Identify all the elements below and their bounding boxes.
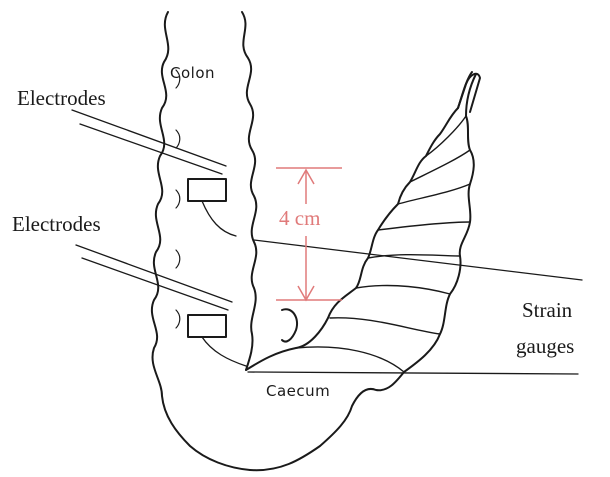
strain-gauge-lead-upper [254, 240, 582, 280]
electrodes-label-upper: Electrodes [17, 88, 106, 109]
distance-label: 4 cm [279, 208, 320, 229]
electrode-pad-lower [188, 315, 226, 337]
strain-label-line2: gauges [516, 336, 574, 357]
strain-gauge-lead-lower [248, 372, 578, 374]
electrode-lead-upper [202, 201, 236, 236]
appendix-segments [296, 116, 470, 372]
electrodes-label-lower: Electrodes [12, 214, 101, 235]
electrode-pad-upper [188, 179, 226, 201]
colon-label: Colon [170, 66, 215, 81]
colon-texture-marks [176, 70, 180, 328]
electrode-wire-upper [72, 110, 226, 174]
ileocaecal-flap [282, 309, 297, 341]
caecum-label: Caecum [266, 384, 330, 399]
colon-right-wall [242, 12, 256, 370]
strain-label-line1: Strain [522, 300, 572, 321]
electrode-lead-lower [202, 337, 246, 366]
measurement-marker [276, 168, 342, 300]
